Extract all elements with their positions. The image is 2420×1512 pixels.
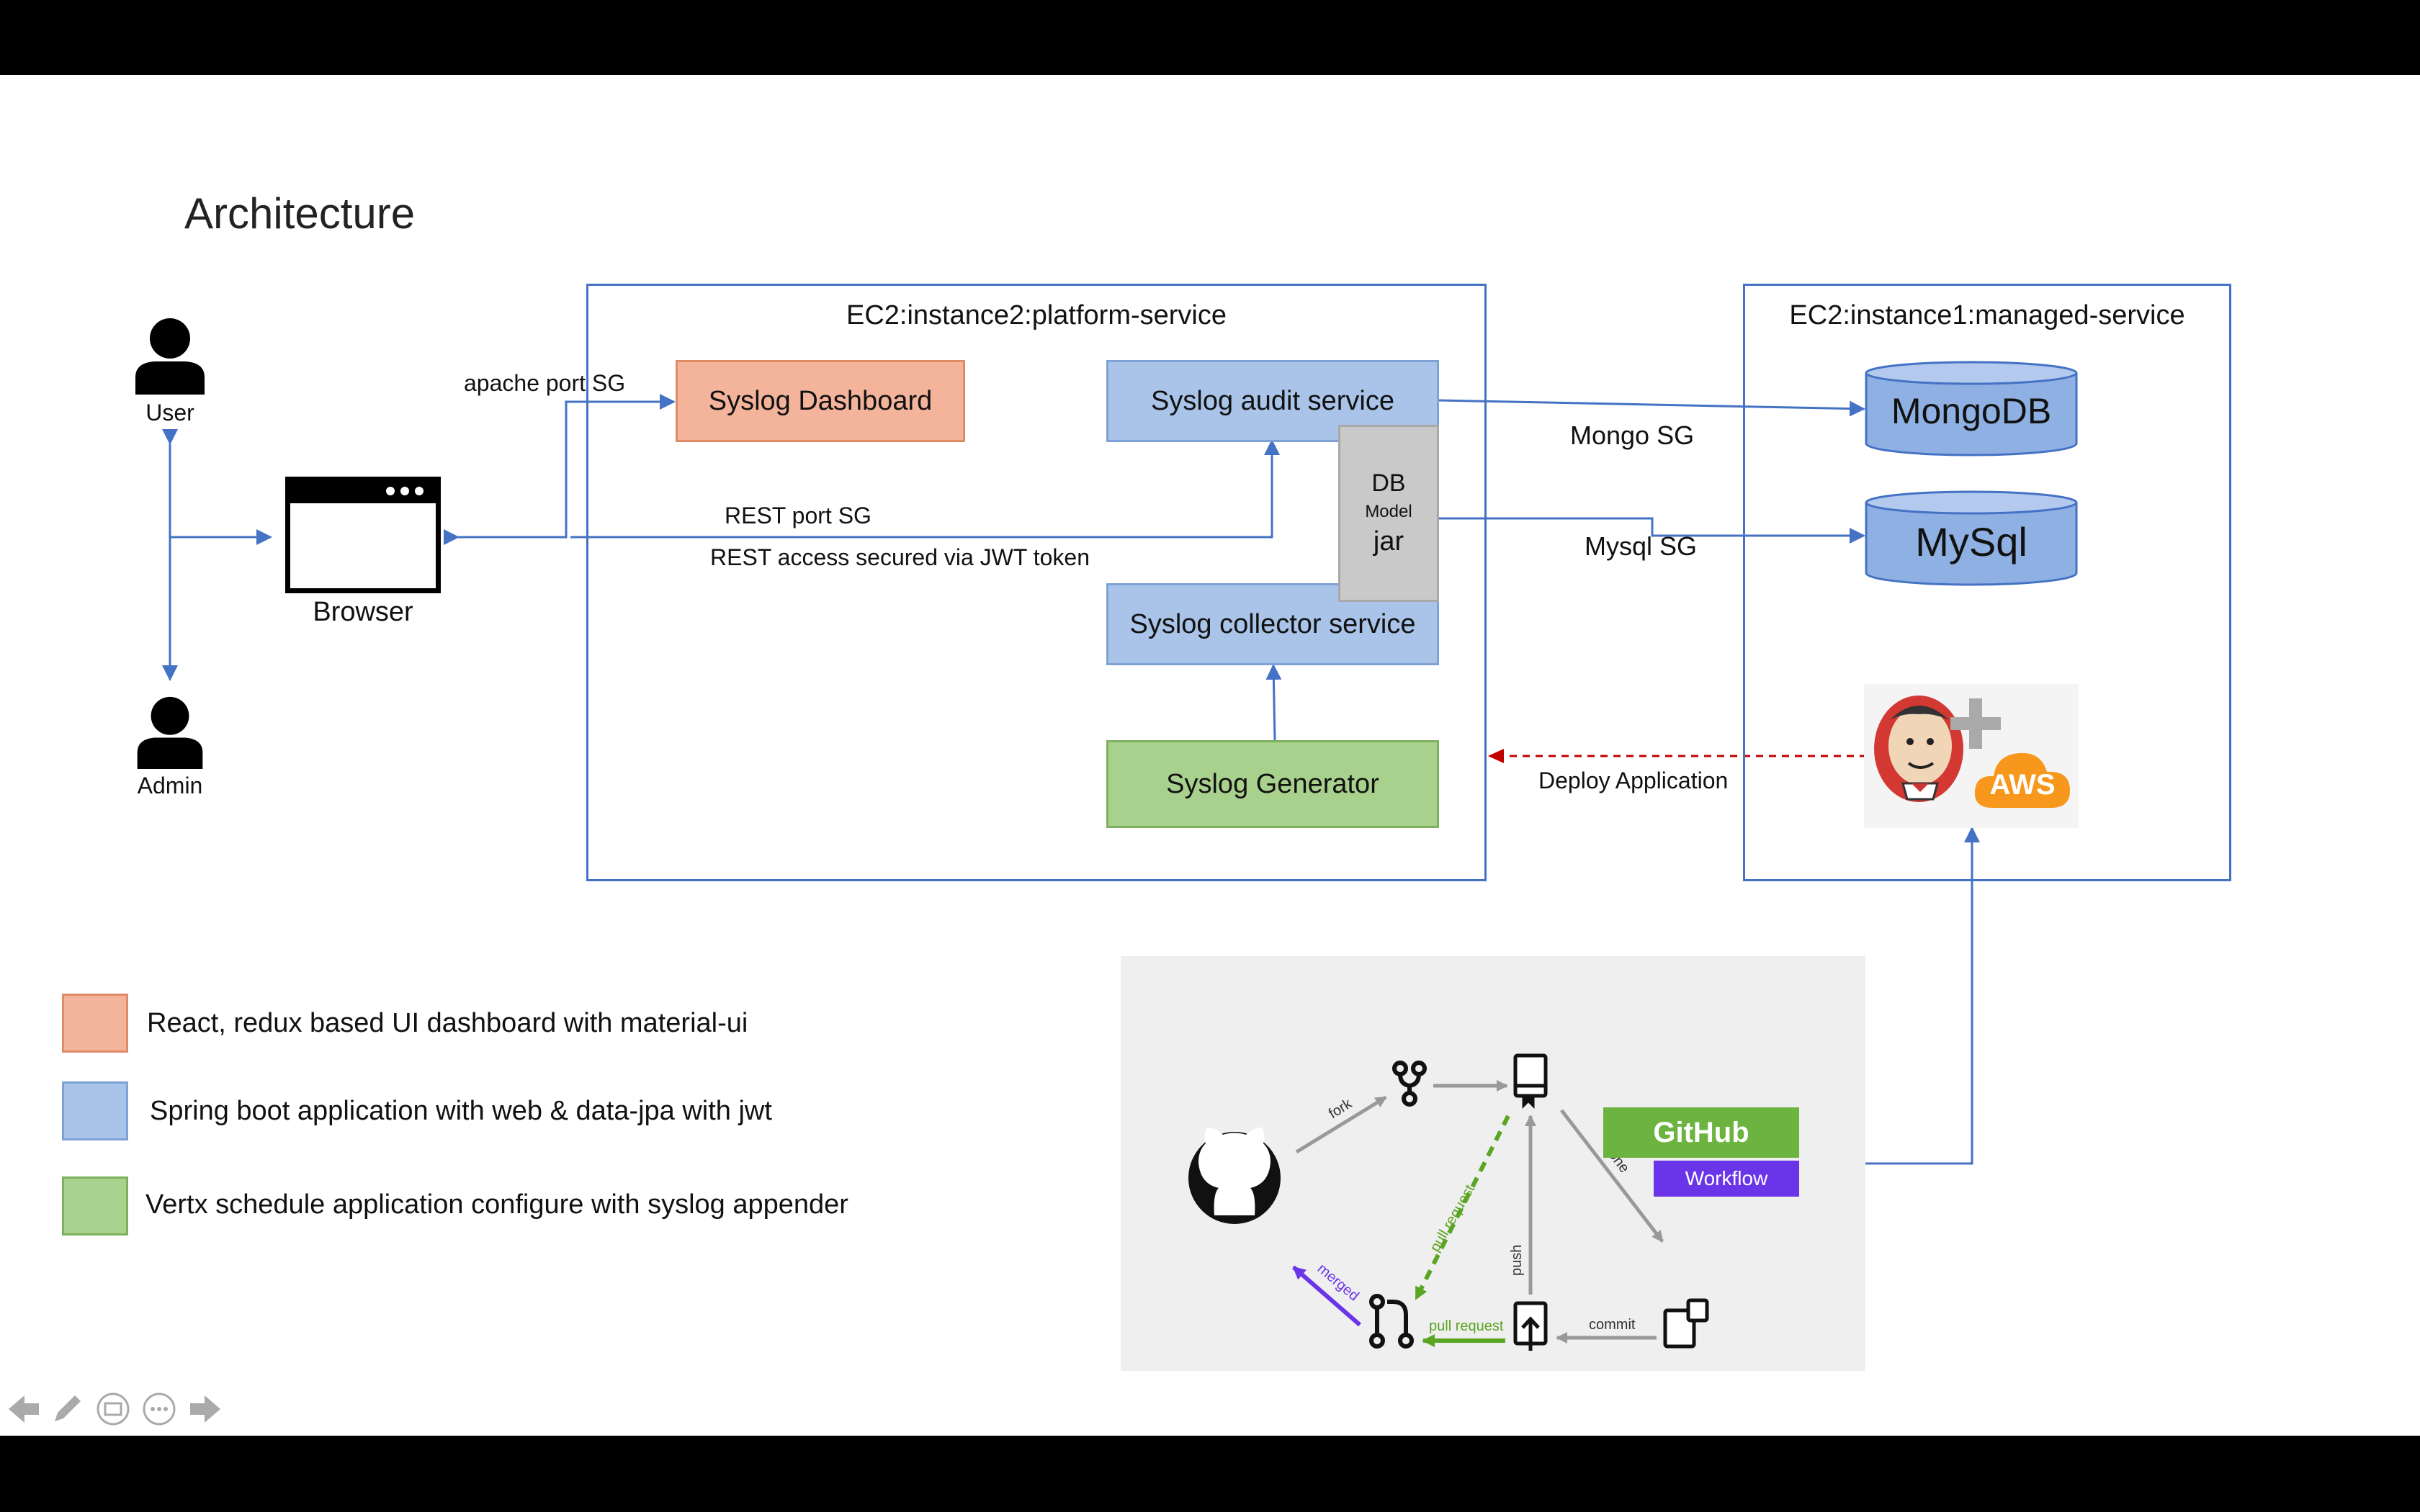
slides-icon — [97, 1392, 130, 1426]
github-octocat-icon — [1188, 1128, 1281, 1224]
top-letterbox — [0, 0, 2420, 75]
aws-cloud-icon — [1974, 752, 2070, 808]
previous-arrow-icon — [9, 1395, 39, 1423]
more-options-button[interactable] — [140, 1390, 179, 1428]
mysql-cylinder: MySql — [1864, 490, 2079, 588]
browser-window-icon — [284, 476, 442, 594]
audit-mongo-link — [1424, 392, 1865, 417]
fork-arrow — [1295, 1095, 1387, 1154]
pen-icon — [55, 1395, 81, 1421]
page-title: Architecture — [184, 189, 416, 238]
previous-slide-button[interactable] — [4, 1390, 43, 1428]
jar-mysql-link — [1425, 510, 1865, 544]
jenkins-icon — [1874, 696, 1963, 802]
db-model-jar-line2: Model — [1365, 502, 1412, 521]
mongodb-label: MongoDB — [1891, 391, 2052, 431]
user-actor: User — [127, 317, 213, 426]
instance2-label: EC2:instance2:platform-service — [846, 300, 1227, 330]
admin-actor: Admin — [127, 696, 213, 799]
mysql-sg-label: Mysql SG — [1585, 531, 1698, 561]
github-jenkins-link — [1865, 827, 1980, 1165]
db-model-jar-line1: DB — [1371, 469, 1406, 497]
database-icon — [1865, 490, 2078, 586]
workflow-diagram: fork pull request push clone merged pull… — [1188, 1053, 1709, 1351]
pull-request-text-2: pull request — [1429, 1318, 1504, 1334]
next-slide-button[interactable] — [186, 1390, 225, 1428]
user-label: User — [145, 400, 194, 426]
merged-text: merged — [1314, 1261, 1362, 1304]
commit-text: commit — [1589, 1317, 1636, 1333]
syslog-collector-service-box: Syslog collector service — [1106, 583, 1439, 665]
repo-icon-top — [1513, 1053, 1548, 1110]
mongo-sg-label: Mongo SG — [1570, 420, 1695, 450]
pen-tool-button[interactable] — [48, 1390, 86, 1428]
rest-access-label: REST access secured via JWT token — [710, 544, 1090, 570]
push-text: push — [1509, 1245, 1525, 1276]
plus-icon — [1950, 698, 2001, 749]
local-repo-icon — [1663, 1298, 1709, 1349]
person-icon — [137, 696, 203, 769]
db-model-jar-box: DB Model jar — [1338, 425, 1439, 602]
legend-swatch-vertx — [62, 1176, 128, 1236]
browser-node: Browser — [284, 476, 442, 628]
rest-port-sg-label: REST port SG — [725, 503, 871, 528]
database-icon — [1865, 361, 2078, 456]
browser-audit-link — [570, 439, 1280, 539]
github-logo-badge: GitHub — [1603, 1107, 1799, 1158]
legend-swatch-spring — [62, 1081, 128, 1140]
repo-push-icon — [1513, 1301, 1548, 1351]
browser-dashboard-link — [444, 394, 676, 545]
mysql-label: MySql — [1915, 519, 2027, 564]
merged-arrow — [1292, 1265, 1361, 1327]
instance1-container: EC2:instance1:managed-service — [1743, 284, 2231, 881]
workflow-badge: Workflow — [1654, 1161, 1799, 1197]
instance2-container: EC2:instance2:platform-service — [586, 284, 1487, 881]
legend-swatch-ui — [62, 994, 128, 1053]
generator-collector-link — [1265, 664, 1282, 741]
legend-label-ui: React, redux based UI dashboard with mat… — [147, 1008, 748, 1038]
slide-canvas: Architecture User Admin Browser EC2:inst… — [0, 75, 2420, 1436]
browser-label: Browser — [313, 597, 413, 627]
apache-port-sg-label: apache port SG — [464, 370, 626, 396]
bottom-letterbox — [0, 1436, 2420, 1512]
mongodb-cylinder: MongoDB — [1864, 360, 2079, 458]
more-icon — [143, 1392, 176, 1426]
github-workflow-panel: fork pull request push clone merged pull… — [1121, 956, 1865, 1371]
admin-label: Admin — [137, 773, 203, 798]
instance1-label: EC2:instance1:managed-service — [1789, 300, 2185, 330]
syslog-dashboard-box: Syslog Dashboard — [676, 360, 965, 442]
db-model-jar-line3: jar — [1373, 526, 1404, 557]
clone-arrow — [1560, 1109, 1664, 1243]
pull-request-text-1: pull request — [1427, 1182, 1478, 1255]
pull-request-icon — [1369, 1294, 1414, 1349]
see-all-slides-button[interactable] — [94, 1390, 133, 1428]
aws-badge-text: AWS — [1989, 769, 2056, 801]
next-arrow-icon — [190, 1395, 220, 1423]
connectors — [162, 392, 1980, 1165]
legend-label-vertx: Vertx schedule application configure wit… — [145, 1189, 848, 1220]
legend-label-spring: Spring boot application with web & data-… — [150, 1096, 772, 1126]
jenkins-aws-logo: AWS — [1864, 684, 2079, 828]
fork-icon — [1392, 1061, 1427, 1107]
deploy-application-label: Deploy Application — [1538, 768, 1729, 793]
person-icon — [135, 318, 205, 395]
syslog-generator-box: Syslog Generator — [1106, 740, 1439, 828]
